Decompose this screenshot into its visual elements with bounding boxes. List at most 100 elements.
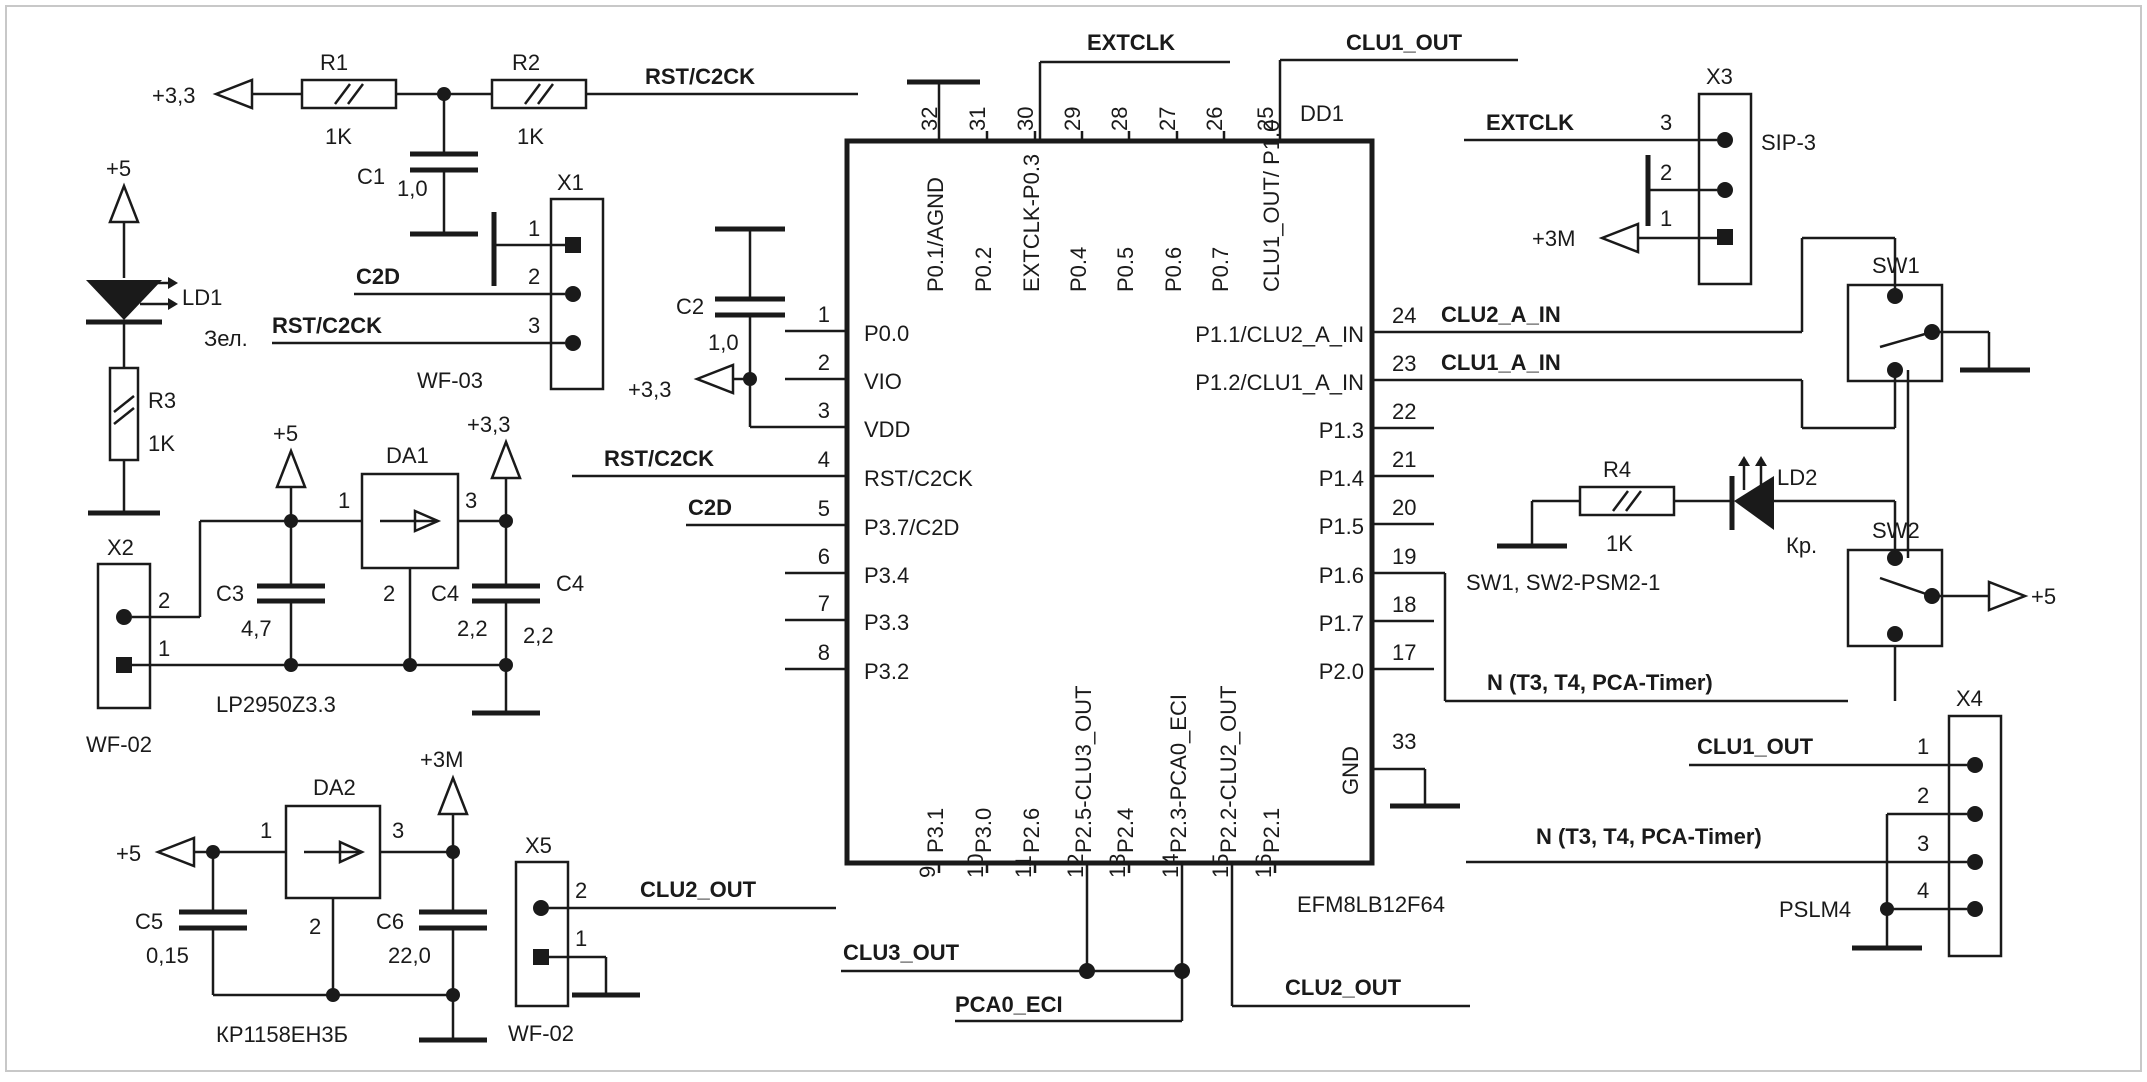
mcu-right-pin-name: P1.5 [1319,514,1364,539]
x1-ref: X1 [557,170,584,195]
net-pca0-eci: PCA0_ECI [955,992,1063,1017]
mcu-left-pin-num: 2 [818,350,830,375]
c2-ref: C2 [676,294,704,319]
mcu-top-pin-num: 29 [1060,107,1085,131]
net-clu3-out: CLU3_OUT [843,940,960,965]
x1-pin3 [565,335,581,351]
mcu-pins: 32P0.1/AGND31P0.230EXTCLK-P0.329P0.428P0… [785,82,1434,878]
net-rst-c2ck-x1: RST/C2CK [272,313,382,338]
x1-pin1-num: 1 [528,216,540,241]
x5-type: WF-02 [508,1021,574,1046]
mcu-right-pin-num: 20 [1392,495,1416,520]
r4-value: 1K [1606,531,1633,556]
net-rst-c2ck-mcu: RST/C2CK [604,446,714,471]
x2-ref: X2 [107,535,134,560]
x2-pin2-num: 2 [158,588,170,613]
mcu-right-pin-num: 21 [1392,447,1416,472]
ld2-ref: LD2 [1777,465,1817,490]
power-label-p33-top: +3,3 [152,83,195,108]
mcu-bottom-pin-name: P3.0 [971,808,996,853]
power-label-p33-da1: +3,3 [467,412,510,437]
mcu-bottom-pin-num: 11 [1011,855,1036,878]
net-clu2-a-in: CLU2_A_IN [1441,302,1561,327]
mcu-bottom-pin-name: P2.1 [1259,808,1284,853]
mcu-top-pin-num: 30 [1013,107,1038,131]
mcu-top-pin-num: 31 [965,107,990,131]
x3-pin2-num: 2 [1660,160,1672,185]
sw-note: SW1, SW2-PSM2-1 [1466,570,1660,595]
power-arrow-p5-sw2 [1987,580,2029,612]
mcu-top-pin-name: P0.2 [971,247,996,292]
mcu-top-pin-name: P0.6 [1161,247,1186,292]
mcu-bottom-pin-name: P2.2-CLU2_OUT [1216,685,1241,853]
net-clu1-out-top: CLU1_OUT [1346,30,1463,55]
net-c2d-mcu: C2D [688,495,732,520]
x5-pin2-num: 2 [575,878,587,903]
x1-pin1 [565,237,581,253]
mcu-left-pin-num: 5 [818,496,830,521]
r2-ref: R2 [512,50,540,75]
da1-pin3-num: 3 [465,488,477,513]
power-label-p5-da1: +5 [273,421,298,446]
da1-pin1-num: 1 [338,488,350,513]
mcu-right-pin-num: 23 [1392,351,1416,376]
mcu-bottom-pin-num: 14 [1158,854,1183,878]
decoupling-c2: C2 1,0 +3,3 [628,226,785,429]
da2-pin3-num: 3 [392,818,404,843]
resistor-r3 [108,366,140,462]
c2-value: 1,0 [708,330,739,355]
r2-value: 1K [517,124,544,149]
net-extclk-top: EXTCLK [1087,30,1175,55]
x5-pin1 [533,949,549,965]
power-label-p3m-x3: +3M [1532,226,1575,251]
da2-part: КР1158ЕН3Б [216,1022,348,1047]
x3-pin3-num: 3 [1660,110,1672,135]
mcu-right-pin-name: P1.7 [1319,611,1364,636]
connector-x4 [1947,714,2003,958]
reset-network: +3,3 R1 1K R2 1K RST/C2CK C1 1,0 X1 WF-0… [152,50,858,393]
mcu-ref: DD1 [1300,101,1344,126]
mcu-right-pin-name: P2.0 [1319,659,1364,684]
c4-value-side: 2,2 [523,623,554,648]
x2-pin2 [116,609,132,625]
x2-pin1-num: 1 [158,636,170,661]
x3-pin1 [1717,229,1733,245]
mcu-left-pin-num: 7 [818,591,830,616]
mcu-bottom-pin-name: P2.3-PCA0_ECI [1166,694,1191,853]
x4-pin4 [1967,901,1983,917]
switch-sw2-block: R4 1K LD2 Кр. SW2 +5 [1497,456,2056,701]
power-arrow-p33-da1 [490,438,522,480]
mcu-left-pin-num: 6 [818,544,830,569]
mcu-left-pin-num: 8 [818,640,830,665]
mcu-right-pin-name: P1.2/CLU1_A_IN [1195,370,1364,395]
x4-pin3 [1967,854,1983,870]
mcu-left-pin-name: P3.7/C2D [864,515,959,540]
power-arrow-p33-c2 [693,363,735,395]
x5-ref: X5 [525,833,552,858]
regulator-da2-block: +5 C5 0,15 DA2 КР1158ЕН3Б 1 3 2 +3M C6 2… [116,747,487,1047]
x2-pin1 [116,657,132,673]
c1-value: 1,0 [397,176,428,201]
ld2-color: Кр. [1786,533,1817,558]
mcu-right-pin-num: 17 [1392,640,1416,665]
led-ld1-branch: +5 LD1 Зел. R3 1K [86,156,248,516]
x1-pin2-num: 2 [528,264,540,289]
c6-value: 22,0 [388,943,431,968]
mcu-right-pin-num: 24 [1392,303,1416,328]
c6-ref: C6 [376,909,404,934]
mcu-top-pin-name: P0.7 [1208,247,1233,292]
regulator-da1-block: X2 WF-02 2 1 +5 C3 4,7 DA1 LP2950Z3.3 1 … [86,412,584,757]
mcu-top-pin-num: 26 [1202,107,1227,131]
x4-pin3-num: 3 [1917,831,1929,856]
da1-ref: DA1 [386,443,429,468]
c5-ref: C5 [135,909,163,934]
c3-value: 4,7 [241,616,272,641]
mcu-right-pin-num: 22 [1392,399,1416,424]
c4-value: 2,2 [457,616,488,641]
net-extclk-x3: EXTCLK [1486,110,1574,135]
mcu-right-pin-num: 33 [1392,729,1416,754]
power-arrow-p5-da1 [275,447,307,489]
power-label-p5-sw2: +5 [2031,584,2056,609]
da2-pin2-num: 2 [309,914,321,939]
